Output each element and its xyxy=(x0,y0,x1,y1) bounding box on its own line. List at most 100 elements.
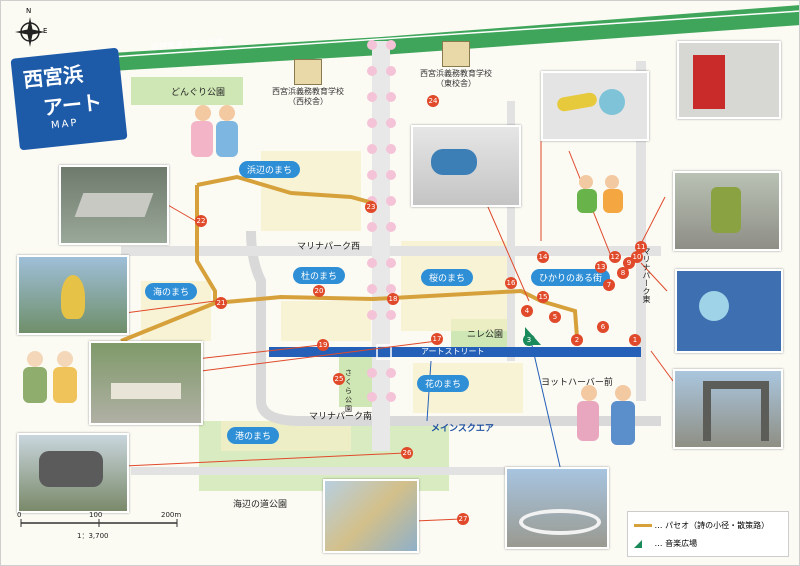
marker-27[interactable]: 27 xyxy=(457,513,469,525)
legend-path-swatch xyxy=(634,524,652,527)
marker-13[interactable]: 13 xyxy=(595,261,607,273)
umi-area-label: 海のまち xyxy=(145,283,198,300)
tube-sculpture-shape xyxy=(39,451,103,487)
marker-2[interactable]: 2 xyxy=(571,334,583,346)
marker-15[interactable]: 15 xyxy=(537,291,549,303)
marker-21[interactable]: 21 xyxy=(215,297,227,309)
mori-area-label: 杜のまち xyxy=(293,267,346,284)
photo-tube-sculpture[interactable] xyxy=(17,433,129,513)
book-sculpture-shape xyxy=(74,193,154,217)
marker-23[interactable]: 23 xyxy=(365,201,377,213)
marina-east-label: マリナパーク東 xyxy=(642,247,651,303)
legend-path-text: … パセオ（詩の小径・散策路） xyxy=(654,521,770,530)
legend-plaza-swatch xyxy=(634,539,642,548)
map-title: 西宮浜 アート MAP xyxy=(10,47,128,153)
scale-ratio: 1：3,700 xyxy=(77,532,109,540)
elderly-illustration xyxy=(23,351,81,423)
minato-area-label: 港のまち xyxy=(227,427,280,444)
main-square-label: メインスクエア xyxy=(431,424,494,434)
marker-20[interactable]: 20 xyxy=(313,285,325,297)
paseo-path-north xyxy=(196,174,374,205)
disk-relief-shape xyxy=(599,89,625,115)
scale-100: 100 xyxy=(89,511,103,519)
photo-wall-relief[interactable] xyxy=(411,125,521,207)
donguri-park-area xyxy=(131,77,243,105)
green-sculpture-shape xyxy=(711,187,741,233)
marker-19[interactable]: 19 xyxy=(317,339,329,351)
marker-3[interactable]: 3 xyxy=(523,334,535,346)
wall-relief-shape xyxy=(431,149,477,175)
marker-12[interactable]: 12 xyxy=(609,251,621,263)
school-west-sub: （西校舎） xyxy=(288,97,328,106)
photo-red-doors[interactable] xyxy=(677,41,781,119)
hana-area-label: 花のまち xyxy=(417,375,470,392)
marker-10[interactable]: 10 xyxy=(631,251,643,263)
school-west-icon xyxy=(294,59,322,85)
family-illustration xyxy=(575,385,645,461)
couple-illustration xyxy=(189,105,245,175)
school-west-name: 西宮浜義務教育学校 xyxy=(272,87,344,96)
photo-book-sculpture[interactable] xyxy=(59,165,169,245)
sakura-trees xyxy=(367,40,396,402)
marker-16[interactable]: 16 xyxy=(505,277,517,289)
umibe-park-label: 海辺の道公園 xyxy=(233,500,288,510)
compass-e: E xyxy=(43,27,48,35)
marker-26[interactable]: 26 xyxy=(401,447,413,459)
school-east-name: 西宮浜義務教育学校 xyxy=(420,69,492,78)
marina-west-label: マリナパーク西 xyxy=(297,242,361,252)
kids-illustration xyxy=(573,175,633,225)
bench-art-shape xyxy=(111,383,181,399)
nire-park-label: ニレ公園 xyxy=(467,330,504,340)
photo-green-sculpture[interactable] xyxy=(673,171,781,251)
ring-sculpture-shape xyxy=(519,509,601,535)
photo-tile-mosaic[interactable] xyxy=(323,479,419,553)
marker-1[interactable]: 1 xyxy=(629,334,641,346)
donguri-park-label: どんぐり公園 xyxy=(171,88,226,98)
marker-4[interactable]: 4 xyxy=(521,305,533,317)
yacht-harbor-label: ヨットハーバー前 xyxy=(541,378,613,388)
sea-sculpture-shape xyxy=(61,275,85,319)
banana-relief-shape xyxy=(556,91,598,113)
marker-25[interactable]: 25 xyxy=(333,373,345,385)
marker-6[interactable]: 6 xyxy=(597,321,609,333)
photo-blue-panel[interactable] xyxy=(675,269,783,353)
marker-11[interactable]: 11 xyxy=(635,241,647,253)
highway-band xyxy=(111,5,799,71)
sakura-area-label: 桜のまち xyxy=(421,269,474,286)
school-east-sub: （東校舎） xyxy=(436,79,476,88)
marker-24[interactable]: 24 xyxy=(427,95,439,107)
marker-22[interactable]: 22 xyxy=(195,215,207,227)
marker-18[interactable]: 18 xyxy=(387,293,399,305)
title-line2: アート xyxy=(42,89,104,120)
hikari-area-label: ひかりのある街 xyxy=(531,269,611,286)
marker-14[interactable]: 14 xyxy=(537,251,549,263)
blue-panel-window xyxy=(699,291,729,321)
marker-8[interactable]: 8 xyxy=(617,267,629,279)
stone-gate-shape xyxy=(703,381,769,441)
photo-ring-sculpture[interactable] xyxy=(505,467,609,549)
legend-plaza-row: … 音楽広場 xyxy=(634,538,697,549)
compass-icon: N E xyxy=(13,7,48,49)
red-doors-shape xyxy=(693,55,725,109)
marina-south-label: マリナパーク南 xyxy=(309,412,373,422)
marker-7[interactable]: 7 xyxy=(603,279,615,291)
photo-stone-gate[interactable] xyxy=(673,369,783,449)
hamabe-area-label: 浜辺のまち xyxy=(239,161,301,178)
marker-5[interactable]: 5 xyxy=(549,311,561,323)
compass-n: N xyxy=(26,7,32,15)
photo-sea-sculpture[interactable] xyxy=(17,255,129,335)
school-east-icon xyxy=(442,41,470,67)
marker-17[interactable]: 17 xyxy=(431,333,443,345)
map-legend: … パセオ（詩の小径・散策路） … 音楽広場 xyxy=(627,511,789,557)
scale-200: 200m xyxy=(161,511,182,519)
photo-banana-relief[interactable] xyxy=(541,71,649,141)
photo-bench-art[interactable] xyxy=(89,341,203,425)
legend-path-row: … パセオ（詩の小径・散策路） xyxy=(634,520,769,531)
school-west: 西宮浜義務教育学校 （西校舎） xyxy=(263,59,353,107)
art-street-label: アートストリート xyxy=(421,347,485,356)
legend-plaza-text: … 音楽広場 xyxy=(654,539,698,548)
school-east: 西宮浜義務教育学校 （東校舎） xyxy=(411,41,501,89)
scale-0: 0 xyxy=(17,511,22,519)
